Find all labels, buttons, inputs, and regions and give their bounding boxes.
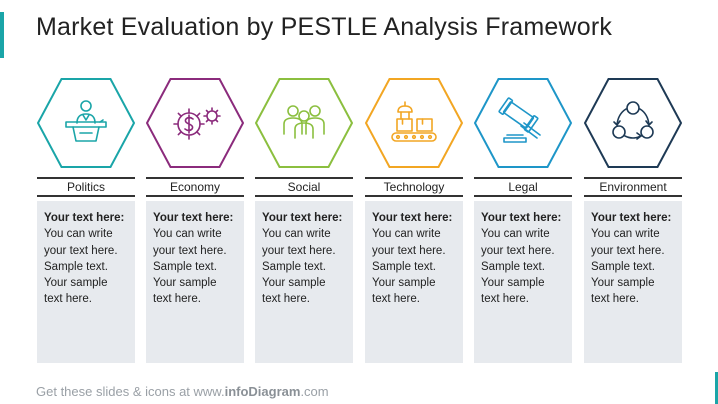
pestle-column-technology: Technology Your text here: You can write… xyxy=(365,78,463,363)
label-legal: Legal xyxy=(474,177,572,197)
right-accent-bar xyxy=(715,372,718,404)
footer-prefix: Get these slides & icons at www. xyxy=(36,384,225,399)
hexagon-politics xyxy=(37,78,135,168)
pestle-column-legal: Legal Your text here: You can write your… xyxy=(474,78,572,363)
text-heading: Your text here: xyxy=(44,212,125,224)
pestle-column-economy: Economy Your text here: You can write yo… xyxy=(146,78,244,363)
pestle-column-environment: Environment Your text here: You can writ… xyxy=(584,78,682,363)
text-box-legal: Your text here: You can write your text … xyxy=(474,201,572,363)
text-box-economy: Your text here: You can write your text … xyxy=(146,201,244,363)
hexagon-legal xyxy=(474,78,572,168)
text-box-environment: Your text here: You can write your text … xyxy=(584,201,682,363)
footer-brand: infoDiagram xyxy=(224,384,301,399)
hexagon-economy xyxy=(146,78,244,168)
hexagon-technology xyxy=(365,78,463,168)
hexagon-social xyxy=(255,78,353,168)
dollar-gears-icon xyxy=(173,107,221,140)
gavel-icon xyxy=(498,97,541,143)
text-heading: Your text here: xyxy=(153,212,234,224)
label-economy: Economy xyxy=(146,177,244,197)
label-social: Social xyxy=(255,177,353,197)
text-heading: Your text here: xyxy=(591,212,672,224)
footer-credit: Get these slides & icons at www.infoDiag… xyxy=(36,384,329,399)
text-box-social: Your text here: You can write your text … xyxy=(255,201,353,363)
text-box-technology: Your text here: You can write your text … xyxy=(365,201,463,363)
robot-conveyor-icon xyxy=(391,101,437,142)
text-body: You can write your text here. Sample tex… xyxy=(153,228,227,306)
label-environment: Environment xyxy=(584,177,682,197)
hexagon-environment xyxy=(584,78,682,168)
text-body: You can write your text here. Sample tex… xyxy=(591,228,665,306)
text-heading: Your text here: xyxy=(372,212,453,224)
label-politics: Politics xyxy=(37,177,135,197)
pestle-column-politics: Politics Your text here: You can write y… xyxy=(37,78,135,363)
text-body: You can write your text here. Sample tex… xyxy=(262,228,336,306)
text-box-politics: Your text here: You can write your text … xyxy=(37,201,135,363)
cycle-nodes-icon xyxy=(612,101,654,140)
pestle-column-social: Social Your text here: You can write you… xyxy=(255,78,353,363)
people-group-icon xyxy=(283,105,325,139)
text-body: You can write your text here. Sample tex… xyxy=(481,228,555,306)
label-technology: Technology xyxy=(365,177,463,197)
slide-title: Market Evaluation by PESTLE Analysis Fra… xyxy=(36,13,613,41)
speaker-podium-icon xyxy=(65,100,107,142)
text-body: You can write your text here. Sample tex… xyxy=(372,228,446,306)
text-heading: Your text here: xyxy=(481,212,562,224)
text-body: You can write your text here. Sample tex… xyxy=(44,228,118,306)
left-accent-bar xyxy=(0,12,4,58)
footer-suffix: .com xyxy=(300,384,329,399)
text-heading: Your text here: xyxy=(262,212,343,224)
